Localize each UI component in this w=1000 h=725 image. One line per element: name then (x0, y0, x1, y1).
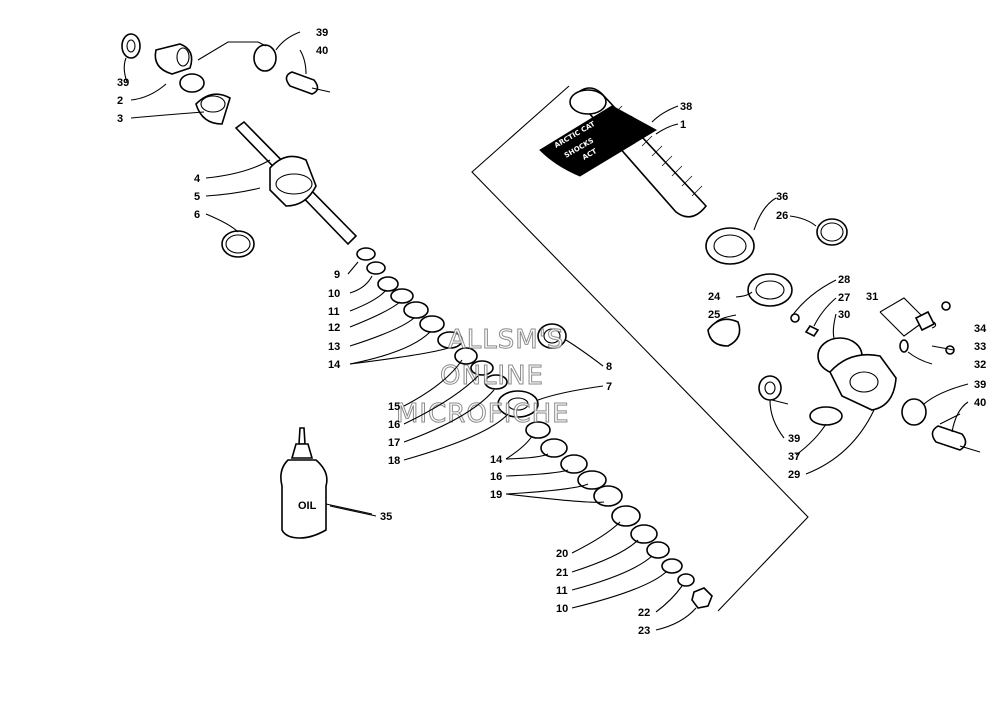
callout-18: 18 (388, 455, 400, 467)
callout-33: 33 (974, 341, 986, 353)
seal-head-part-5 (269, 155, 317, 207)
callout-11-a: 11 (328, 306, 340, 318)
callout-2: 2 (117, 95, 123, 107)
callout-39-b: 39 (974, 379, 986, 391)
watermark-line-2: ONLINE (440, 361, 544, 391)
sleeve-part-40-b (931, 425, 967, 451)
valve-part-34 (914, 310, 936, 332)
clip-part-25 (707, 318, 741, 347)
valve-part-27 (804, 324, 820, 338)
watermark-line-1: ALLSM'S (448, 325, 564, 355)
collar-part-36 (705, 227, 755, 265)
callout-31: 31 (866, 291, 878, 303)
bushing-part-39-b (253, 44, 277, 72)
callout-22: 22 (638, 607, 650, 619)
callout-17: 17 (388, 437, 400, 449)
callout-5: 5 (194, 191, 200, 203)
callout-27: 27 (838, 292, 850, 304)
cap-part-32 (899, 339, 909, 353)
bushing-part-39 (121, 33, 141, 59)
bumper-part-3 (195, 93, 231, 125)
callout-36: 36 (776, 191, 788, 203)
callout-39-a: 39 (117, 77, 129, 89)
callout-15: 15 (388, 401, 400, 413)
callout-6: 6 (194, 209, 200, 221)
callout-39-c: 39 (788, 433, 800, 445)
shock-body-assembly: ARCTIC CAT SHOCKS ACT (539, 87, 981, 453)
callout-34: 34 (974, 323, 987, 335)
callout-19: 19 (490, 489, 502, 501)
washer-part-22 (677, 573, 695, 587)
callout-40-b: 40 (974, 397, 986, 409)
callout-32: 32 (974, 359, 986, 371)
shaft-assembly (121, 33, 713, 609)
callout-37: 37 (788, 451, 800, 463)
callout-26: 26 (776, 210, 788, 222)
callout-9: 9 (334, 269, 340, 281)
callout-16-a: 16 (388, 419, 400, 431)
callout-39-d: 39 (316, 27, 328, 39)
spacer-ring (179, 73, 205, 93)
callout-25: 25 (708, 309, 720, 321)
bushing-part-39-c (758, 375, 782, 401)
callout-35: 35 (380, 511, 392, 523)
sleeve-part-40 (285, 71, 319, 95)
piston-ring-part-8 (537, 323, 567, 349)
callout-38: 38 (680, 101, 692, 113)
callout-10-b: 10 (556, 603, 568, 615)
bearing-part-24 (747, 273, 793, 307)
callout-21: 21 (556, 567, 568, 579)
callout-10-a: 10 (328, 288, 340, 300)
callout-29: 29 (788, 469, 800, 481)
watermark: ALLSM'S ONLINE MICROFICHE (396, 325, 570, 430)
body-assembly-bracket (471, 85, 809, 612)
leader-lines (123, 31, 969, 631)
callout-14-a: 14 (328, 359, 341, 371)
callout-20: 20 (556, 548, 568, 560)
watermark-line-3: MICROFICHE (396, 399, 570, 429)
eyelet-part-2 (154, 43, 193, 75)
callout-1: 1 (680, 119, 686, 131)
callout-8: 8 (606, 361, 612, 373)
callout-24: 24 (708, 291, 721, 303)
callout-23: 23 (638, 625, 650, 637)
callout-16-b: 16 (490, 471, 502, 483)
callout-labels: 39 2 3 4 5 6 9 10 11 12 13 14 8 7 15 16 … (117, 27, 987, 637)
disc-part-37 (809, 406, 843, 426)
end-cap-part-29 (829, 353, 897, 411)
bushing-part-39-d (901, 398, 927, 426)
callout-28: 28 (838, 274, 850, 286)
oil-label: OIL (298, 500, 317, 512)
o-ring-part-28 (790, 313, 800, 323)
callout-12: 12 (328, 322, 340, 334)
callout-14-b: 14 (490, 454, 503, 466)
piston-part-7 (497, 390, 539, 418)
nut-part-23 (691, 587, 713, 609)
callout-13: 13 (328, 341, 340, 353)
callout-30: 30 (838, 309, 850, 321)
callout-11-b: 11 (556, 585, 568, 597)
decal-part-38 (539, 105, 658, 177)
callout-40-a: 40 (316, 45, 328, 57)
oil-bottle: OIL (280, 427, 373, 539)
callout-7: 7 (606, 381, 612, 393)
callout-3: 3 (117, 113, 123, 125)
callout-4: 4 (194, 173, 201, 185)
